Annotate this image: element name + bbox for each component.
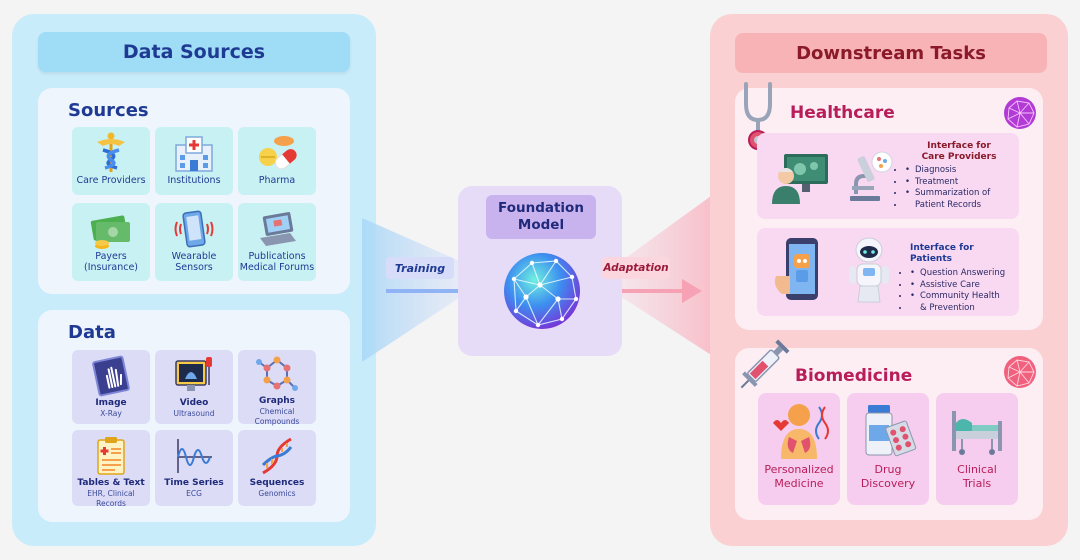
source-label: Payers (95, 251, 127, 262)
foundation-title-line2: Model (517, 217, 565, 233)
source-care-providers: Care Providers (72, 127, 150, 195)
data-tables-text: Tables & Text EHR, Clinical Records (72, 430, 150, 508)
source-payers: Payers (Insurance) (72, 203, 150, 281)
source-label-line2: (Insurance) (83, 262, 139, 273)
source-label: Care Providers (76, 175, 146, 186)
data-sublabel: EHR, Clinical Records (87, 489, 135, 508)
patients-bullet-cont: & Prevention (910, 303, 1014, 315)
data-label: Video (179, 398, 209, 408)
patients-bullet: Community Health (910, 291, 1014, 303)
downstream-tasks-title: Downstream Tasks (735, 33, 1047, 73)
data-sublabel: Ultrasound (173, 409, 215, 418)
care-providers-bullet-cont: Patient Records (905, 200, 1013, 212)
money-icon (87, 207, 135, 251)
clinical-trials-line2: Trials (962, 477, 992, 490)
data-time-series: Time Series ECG (155, 430, 233, 506)
patients-text: Interface for Patients Question Answerin… (910, 243, 1014, 314)
care-providers-bullet: Summarization of (905, 188, 1013, 200)
personalized-medicine-line2: Medicine (774, 477, 824, 490)
phone-icon (170, 207, 218, 251)
source-institutions: Institutions (155, 127, 233, 195)
data-label: Time Series (164, 478, 224, 488)
adaptation-arrowhead (682, 279, 702, 303)
drug-discovery-tile: Drug Discovery (847, 393, 929, 505)
personalized-medicine-tile: Personalized Medicine (758, 393, 840, 505)
microscope-icon (842, 148, 898, 208)
syringe-icon (728, 330, 800, 404)
doctor-monitor-icon (770, 150, 832, 208)
sources-title: Sources (68, 100, 149, 121)
organs-icon (769, 401, 829, 463)
dna-icon (253, 434, 301, 478)
care-providers-title-line2: Care Providers (921, 152, 997, 162)
patients-bullet: Question Answering (910, 268, 1014, 280)
source-publications: Publications Medical Forums (238, 203, 316, 281)
source-label-line2: Sensors (175, 262, 213, 273)
hospital-bed-icon (946, 401, 1008, 463)
adaptation-beam (620, 188, 722, 362)
data-sequences: Sequences Genomics (238, 430, 316, 506)
personalized-medicine-line1: Personalized (764, 463, 834, 476)
foundation-model-title: Foundation Model (486, 195, 596, 239)
patients-bullet-cont-text: & Prevention (920, 302, 975, 313)
adaptation-label: Adaptation (602, 257, 670, 279)
phone-robot-icon (772, 236, 828, 308)
clipboard-icon (87, 434, 135, 478)
medicine-bottle-icon (858, 401, 918, 463)
foundation-title-line1: Foundation (498, 200, 584, 216)
drug-discovery-line1: Drug (874, 463, 902, 476)
laptop-icon (253, 207, 301, 251)
data-video: Video Ultrasound (155, 350, 233, 424)
ultrasound-icon (170, 354, 218, 398)
data-sources-title: Data Sources (38, 32, 350, 72)
data-graphs: Graphs Chemical Compounds (238, 350, 316, 426)
source-label-line2: Medical Forums (239, 262, 315, 273)
data-image: Image X-Ray (72, 350, 150, 424)
data-sublabel: ECG (186, 489, 202, 498)
training-label: Training (386, 257, 454, 279)
care-providers-bullet: Treatment (905, 177, 1013, 189)
source-wearable-sensors: Wearable Sensors (155, 203, 233, 281)
data-sublabel: X-Ray (100, 409, 122, 418)
care-providers-bullet-cont-text: Patient Records (915, 199, 982, 210)
patients-title: Interface for Patients (910, 243, 974, 264)
healthcare-title: Healthcare (790, 103, 895, 123)
source-label: Publications (248, 251, 306, 262)
biomedicine-title: Biomedicine (795, 366, 913, 386)
biomedicine-network-icon (1003, 355, 1037, 393)
source-label: Wearable (171, 251, 217, 262)
care-providers-text: Interface for Care Providers Diagnosis T… (905, 141, 1013, 211)
network-sphere-icon (500, 249, 584, 337)
xray-icon (87, 354, 135, 398)
data-label: Sequences (249, 478, 305, 488)
care-providers-title-line1: Interface for (927, 141, 991, 151)
humanoid-robot-icon (846, 236, 892, 308)
data-sublabel: Genomics (258, 489, 296, 498)
data-label: Graphs (258, 396, 296, 406)
caduceus-icon (87, 131, 135, 175)
data-label: Image (95, 398, 127, 408)
data-sublabel: Chemical Compounds (254, 407, 300, 426)
drug-discovery-line2: Discovery (860, 477, 916, 490)
patients-bullet: Assistive Care (910, 280, 1014, 292)
molecule-icon (253, 354, 301, 396)
waveform-icon (170, 434, 218, 478)
data-label: Tables & Text (77, 478, 145, 488)
healthcare-network-icon (1003, 96, 1037, 134)
care-providers-bullet: Diagnosis (905, 165, 1013, 177)
source-pharma: Pharma (238, 127, 316, 195)
pills-icon (253, 131, 301, 175)
clinical-trials-tile: Clinical Trials (936, 393, 1018, 505)
source-label: Institutions (167, 175, 221, 186)
source-label: Pharma (258, 175, 296, 186)
clinical-trials-line1: Clinical (957, 463, 997, 476)
hospital-icon (170, 131, 218, 175)
data-title: Data (68, 322, 116, 343)
